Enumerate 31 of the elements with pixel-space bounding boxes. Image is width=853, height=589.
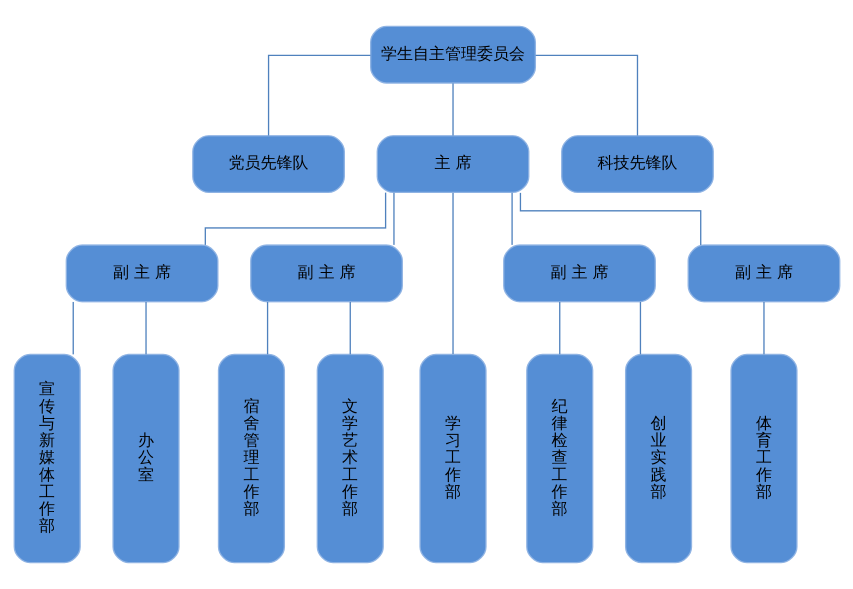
node-box: 宣传与新媒体工作部 (13, 354, 80, 564)
connector (72, 302, 74, 354)
node-box: 党员先锋队 (192, 135, 344, 194)
connector (452, 83, 454, 136)
node-box: 副 主 席 (502, 244, 656, 302)
connector (535, 54, 638, 136)
node-box: 体育工作部 (730, 354, 798, 564)
connector (452, 192, 454, 354)
connector (639, 302, 641, 354)
node-box: 纪律检查工作部 (526, 354, 593, 564)
connector (267, 54, 370, 136)
connector (519, 192, 701, 246)
node-box: 宿舍管理工作部 (217, 354, 285, 564)
node-box: 科技先锋队 (560, 135, 714, 194)
connector (392, 192, 394, 245)
node-box: 文学艺术工作部 (316, 354, 384, 564)
connector (266, 302, 268, 354)
node-box: 创业实践部 (624, 354, 692, 564)
connector (204, 192, 386, 245)
node-box: 副 主 席 (687, 244, 840, 302)
node-box: 副 主 席 (65, 244, 218, 302)
node-box: 学生自主管理委员会 (370, 26, 536, 84)
connector (510, 192, 512, 245)
connector (762, 302, 764, 354)
node-box: 办公室 (112, 354, 180, 564)
connector (558, 302, 560, 354)
connector (144, 302, 146, 354)
node-box: 副 主 席 (250, 244, 402, 302)
connector (349, 302, 350, 354)
node-box: 学习工作部 (418, 354, 486, 564)
node-box: 主 席 (376, 135, 529, 194)
